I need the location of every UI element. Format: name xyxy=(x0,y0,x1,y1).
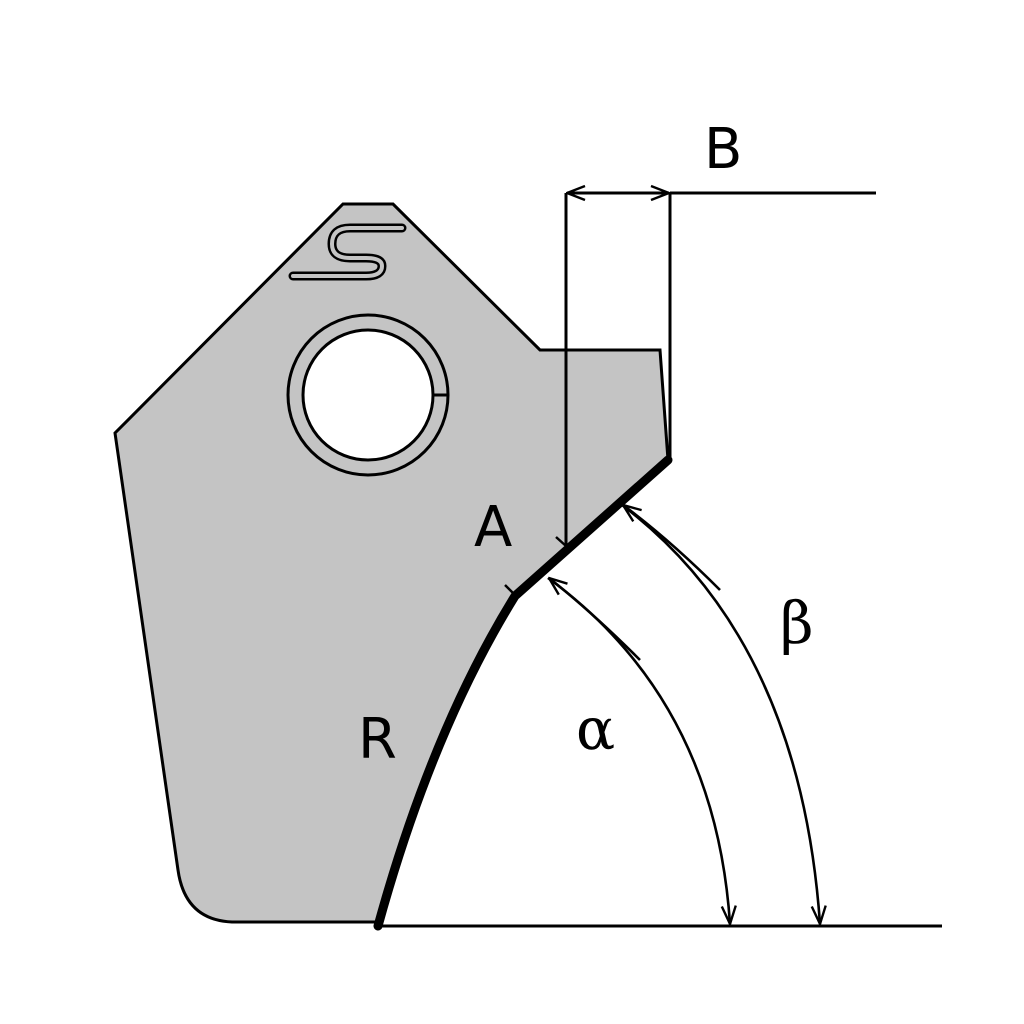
cutting-edge xyxy=(373,455,673,931)
insert-body xyxy=(113,202,670,924)
label-beta: β xyxy=(780,589,814,657)
angle-alpha-arrow xyxy=(549,578,641,661)
mounting-hole xyxy=(286,313,450,477)
label-b: B xyxy=(704,117,743,182)
dimension-b xyxy=(564,193,876,545)
angle-beta-arc xyxy=(621,503,820,924)
s-marking-icon xyxy=(288,223,407,281)
label-alpha: α xyxy=(576,695,616,763)
chamfer-ticks xyxy=(504,536,567,595)
angle-beta-arrow xyxy=(623,505,721,591)
label-r: R xyxy=(358,707,397,772)
label-a: A xyxy=(474,495,513,560)
